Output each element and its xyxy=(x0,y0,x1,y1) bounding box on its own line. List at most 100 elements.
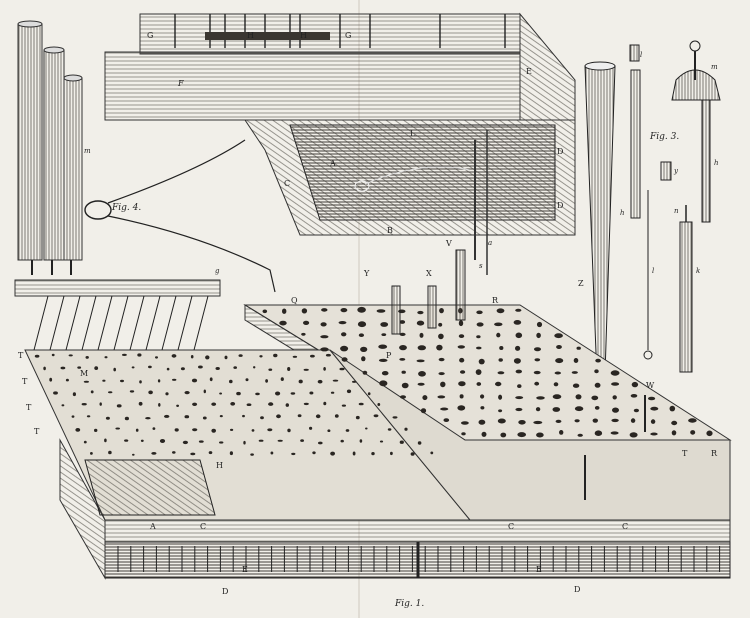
label-E-2: E xyxy=(242,565,248,574)
hole xyxy=(633,408,640,413)
hole xyxy=(591,395,599,401)
hole xyxy=(459,357,465,363)
hole xyxy=(650,419,656,424)
hole xyxy=(158,403,161,407)
hole xyxy=(594,369,599,374)
label-V: V xyxy=(446,239,452,248)
tracker-wire xyxy=(65,295,81,351)
hole xyxy=(104,438,107,443)
hole xyxy=(287,428,291,433)
hole xyxy=(86,415,91,418)
hole xyxy=(417,310,424,315)
hole xyxy=(300,439,304,442)
hole xyxy=(496,332,501,338)
hole xyxy=(399,358,406,361)
label-H: H xyxy=(247,31,254,40)
hole xyxy=(377,403,381,406)
hole xyxy=(572,383,580,388)
hole xyxy=(439,308,444,314)
hole xyxy=(298,379,303,384)
hole xyxy=(390,451,393,456)
hole xyxy=(275,391,281,396)
hole xyxy=(346,389,352,394)
hole xyxy=(340,439,344,443)
hole xyxy=(132,453,135,456)
hole xyxy=(352,451,356,456)
tracker-wire xyxy=(113,295,129,351)
hole xyxy=(399,320,406,324)
hole xyxy=(443,418,450,422)
hole xyxy=(320,347,329,352)
hole xyxy=(72,392,76,397)
hole xyxy=(209,377,213,382)
hole xyxy=(251,429,255,432)
hole xyxy=(498,409,503,413)
hole xyxy=(575,394,582,400)
hole xyxy=(192,428,198,432)
hole xyxy=(334,414,339,418)
hole xyxy=(629,432,638,438)
box-pins xyxy=(117,546,721,572)
hole xyxy=(373,414,379,418)
fig3-caption: Fig. 3. xyxy=(650,132,680,142)
hole xyxy=(65,378,69,382)
label-h: h xyxy=(714,159,719,167)
hole xyxy=(517,432,526,438)
fig4-caption: Fig. 4. xyxy=(112,203,142,213)
hole xyxy=(224,355,228,360)
hole xyxy=(536,321,543,328)
hole xyxy=(159,439,166,443)
hole xyxy=(360,346,368,352)
hole xyxy=(43,366,46,371)
hole xyxy=(303,402,309,406)
hole xyxy=(358,402,364,406)
label-T-3: T xyxy=(26,403,32,412)
hole xyxy=(215,367,220,370)
label-a: a xyxy=(488,239,493,247)
hole xyxy=(205,355,210,360)
hole xyxy=(399,332,406,336)
hole xyxy=(480,406,485,410)
label-m: m xyxy=(84,147,91,155)
hole xyxy=(279,320,287,326)
hole xyxy=(461,421,469,425)
hole xyxy=(81,403,87,406)
hole xyxy=(312,451,316,455)
hole xyxy=(124,439,129,442)
hole xyxy=(553,382,559,387)
label-l-2: l xyxy=(652,267,655,275)
hole xyxy=(367,392,371,396)
hole xyxy=(650,406,659,411)
hole xyxy=(534,347,541,352)
hole xyxy=(260,416,264,420)
standing-pipes xyxy=(391,249,646,500)
hole xyxy=(85,356,89,359)
label-C: C xyxy=(284,179,291,188)
hole xyxy=(145,417,151,420)
hole xyxy=(381,371,389,376)
hole xyxy=(268,402,274,406)
hole xyxy=(378,344,388,349)
hole xyxy=(476,310,483,315)
hole xyxy=(327,429,331,433)
label-n: n xyxy=(674,207,679,215)
hole xyxy=(120,379,124,383)
hole xyxy=(648,396,656,401)
fig1-caption: Fig. 1. xyxy=(395,599,425,609)
hole xyxy=(184,415,190,419)
hole xyxy=(165,392,169,396)
hole xyxy=(387,428,392,431)
hole xyxy=(341,357,348,362)
label-T-5: T xyxy=(682,449,688,458)
hole xyxy=(176,404,180,407)
hole xyxy=(419,332,424,338)
hole xyxy=(461,432,466,436)
hole xyxy=(476,382,482,386)
hole xyxy=(318,441,323,445)
hole xyxy=(438,372,445,376)
hole xyxy=(152,427,156,430)
hole xyxy=(323,367,326,371)
hole xyxy=(417,441,422,445)
hole xyxy=(148,365,152,369)
